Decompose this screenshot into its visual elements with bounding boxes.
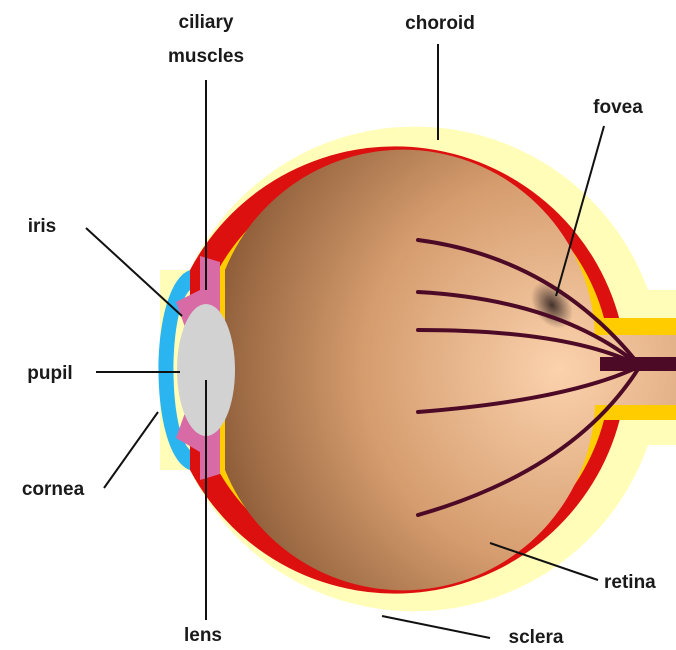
label-ciliary-line1: ciliary bbox=[179, 12, 234, 33]
label-iris: iris bbox=[28, 216, 57, 237]
label-retina: retina bbox=[604, 572, 656, 593]
label-cornea: cornea bbox=[22, 479, 85, 500]
sclera-leader-line bbox=[382, 616, 490, 638]
label-fovea: fovea bbox=[593, 97, 643, 118]
label-sclera: sclera bbox=[509, 627, 564, 648]
label-ciliary-line2: muscles bbox=[168, 46, 244, 67]
label-lens: lens bbox=[184, 625, 222, 646]
label-pupil: pupil bbox=[27, 363, 72, 384]
label-choroid: choroid bbox=[405, 13, 475, 34]
cornea-leader-line bbox=[104, 412, 158, 488]
